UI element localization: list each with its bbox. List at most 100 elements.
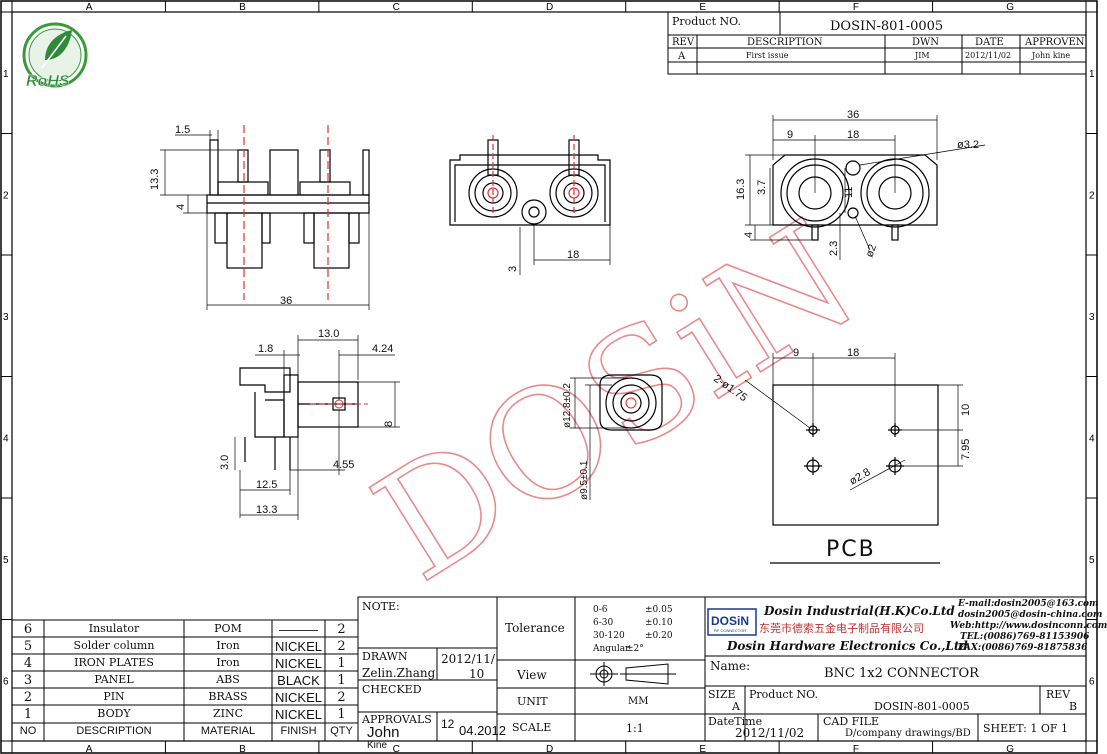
header-approven-label: APPROVEN xyxy=(1024,37,1085,48)
drawn-date: 2012/11/ xyxy=(441,652,495,666)
front-view xyxy=(206,139,370,269)
zone-column-label: F xyxy=(853,744,859,754)
drawn-by: Zelin.Zhang xyxy=(362,666,436,680)
bom-cell-fin: BLACK xyxy=(277,673,320,688)
zone-row-label: 6 xyxy=(1089,676,1095,687)
approvals-date-a: 12 xyxy=(441,717,455,731)
front-view-dims xyxy=(160,130,370,310)
bom-header-no: NO xyxy=(19,725,37,737)
zone-row-label: 3 xyxy=(3,312,9,323)
bom-header-description: DESCRIPTION xyxy=(76,725,152,737)
dim-2-3: 2.3 xyxy=(828,241,840,256)
header-description-label: DESCRIPTION xyxy=(747,37,823,48)
zone-column-label: B xyxy=(239,2,246,13)
zone-column-label: E xyxy=(699,744,706,754)
company-fax: FAX:(0086)769-81875836 xyxy=(958,643,1088,653)
bom-header-material: MATERIAL xyxy=(200,725,256,737)
bom-cell-desc: IRON PLATES xyxy=(74,656,154,669)
pcb-label: PCB xyxy=(826,537,876,562)
bom-cell-mat: Iron xyxy=(216,656,240,669)
bom-cell-mat: Iron xyxy=(216,639,240,652)
scale-label: SCALE xyxy=(512,721,552,734)
tb-product-no: DOSIN-801-0005 xyxy=(874,700,970,713)
rohs-logo: RoHS xyxy=(22,22,88,90)
bom-cell-no: 5 xyxy=(23,639,33,654)
pcb-dims xyxy=(744,353,963,491)
bom-cell-mat: BRASS xyxy=(208,690,248,703)
zone-column-label: D xyxy=(546,2,553,13)
drawing-name: BNC 1x2 CONNECTOR xyxy=(824,666,979,681)
company-logo: DOSiN RF CONNECTOR xyxy=(707,608,757,636)
dim-8: 8 xyxy=(383,421,395,427)
drawn-date-2: 10 xyxy=(469,667,485,681)
dim-4-55: 4.55 xyxy=(333,459,354,471)
bom-cell-qty: 1 xyxy=(337,656,346,671)
tb-rev: B xyxy=(1069,700,1078,713)
zone-column-label: E xyxy=(699,2,706,13)
bom-cell-desc: Solder column xyxy=(73,639,155,652)
view-label: View xyxy=(517,668,547,682)
side-view-dims xyxy=(234,335,400,520)
unit-label: UNIT xyxy=(517,695,548,708)
bom-cell-no: 6 xyxy=(23,622,33,637)
zone-row-label: 1 xyxy=(3,69,9,80)
dim-4b: 4 xyxy=(743,232,755,238)
bom-cell-desc: PANEL xyxy=(94,673,134,686)
bom-cell-no: 1 xyxy=(23,707,33,722)
dim-1-8: 1.8 xyxy=(258,343,273,355)
zone-row-label: 4 xyxy=(1089,433,1095,444)
bom-table-grid xyxy=(11,619,359,742)
bom-cell-fin: NICKEL xyxy=(275,639,322,654)
name-label: Name: xyxy=(710,659,751,673)
tolerance-range: 0-6 xyxy=(593,605,608,615)
bom-cell-desc: Insulator xyxy=(88,622,140,635)
dim-3-7: 3.7 xyxy=(756,180,768,195)
zone-row-label: 2 xyxy=(1089,190,1095,201)
bom-header-qty: QTY xyxy=(330,725,353,737)
dim-18b: 18 xyxy=(847,129,859,141)
jack-face-view xyxy=(599,374,663,431)
dim-13-3: 13.3 xyxy=(149,169,161,190)
dim-4: 4 xyxy=(175,204,187,210)
side-view xyxy=(239,367,359,470)
header-dwn-label: DWN xyxy=(912,37,939,48)
header-approven: John kine xyxy=(1031,51,1070,60)
dim-1-5: 1.5 xyxy=(175,124,190,136)
pcb-hole xyxy=(804,457,822,475)
dim-2: ø2 xyxy=(864,243,880,259)
header-rev: A xyxy=(677,51,686,62)
jack-face-dims xyxy=(570,377,631,500)
approvals-date-b: 04.2012 xyxy=(459,723,506,738)
tolerance-range: 30-120 xyxy=(593,631,625,641)
datetime-label: DateTime xyxy=(708,715,763,728)
checked-label: CHECKED xyxy=(362,683,422,696)
note-label: NOTE: xyxy=(362,600,400,613)
dim-3-0: 3.0 xyxy=(219,455,231,470)
approvals-name-2: Kine xyxy=(367,740,388,751)
tolerance-value: ±2° xyxy=(626,644,644,654)
header-product-no-label: Product NO. xyxy=(672,15,741,28)
bom-cell-no: 3 xyxy=(23,673,33,688)
dim-10: 10 xyxy=(960,404,972,416)
zone-row-label: 4 xyxy=(3,433,9,444)
dim-3-2: ø3.2 xyxy=(957,139,979,151)
dim-9a: 9 xyxy=(787,129,793,141)
bom-cell-fin: NICKEL xyxy=(275,707,322,722)
zone-column-label: B xyxy=(239,744,246,754)
title-block-grid xyxy=(357,596,1087,742)
header-dwn: JIM xyxy=(914,51,930,60)
company-logo-sub: RF CONNECTOR xyxy=(714,628,746,633)
zone-column-label: G xyxy=(1006,744,1014,754)
zone-row-label: 5 xyxy=(1089,555,1095,566)
front-view-centerlines xyxy=(243,125,329,300)
tolerance-range: Angular xyxy=(593,644,630,654)
zone-column-label: C xyxy=(393,2,400,13)
header-date: 2012/11/02 xyxy=(965,51,1011,60)
bom-cell-qty: 1 xyxy=(337,673,346,688)
approvals-label: APPROVALS xyxy=(362,713,432,726)
zone-column-label: A xyxy=(86,2,93,13)
bom-cell-qty: 1 xyxy=(337,707,346,722)
drawn-label: DRAWN xyxy=(362,650,408,663)
cad-label: CAD FILE xyxy=(823,715,879,728)
